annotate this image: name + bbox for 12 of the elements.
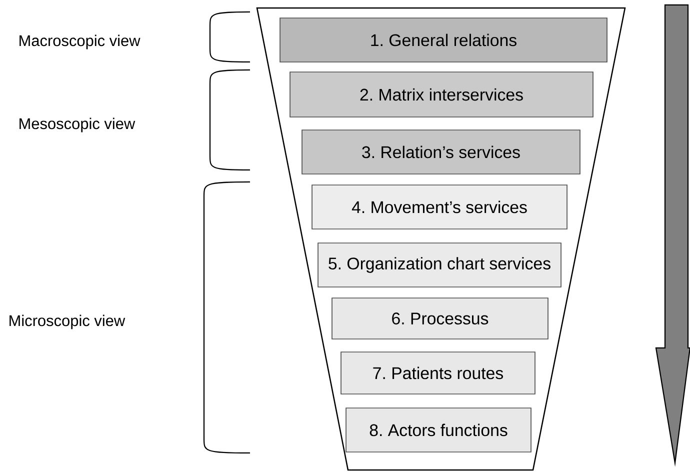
- process-box: 1. General relations: [280, 18, 608, 62]
- process-box: 2. Matrix interservices: [290, 72, 594, 118]
- funnel: [256, 7, 626, 471]
- view-label: Macroscopic view: [20, 34, 140, 50]
- process-box: 6. Processus: [332, 298, 548, 340]
- view-label: Mesoscopic view: [20, 118, 136, 132]
- process-box: 7. Patients routes: [340, 352, 536, 394]
- view-label: Microscopic view: [10, 314, 126, 330]
- process-box: 8. Actors functions: [346, 408, 532, 452]
- process-box: 3. Relation’s services: [302, 130, 580, 174]
- process-box: 5. Organization chart services: [318, 242, 562, 288]
- process-box: 4. Movement’s services: [312, 184, 568, 230]
